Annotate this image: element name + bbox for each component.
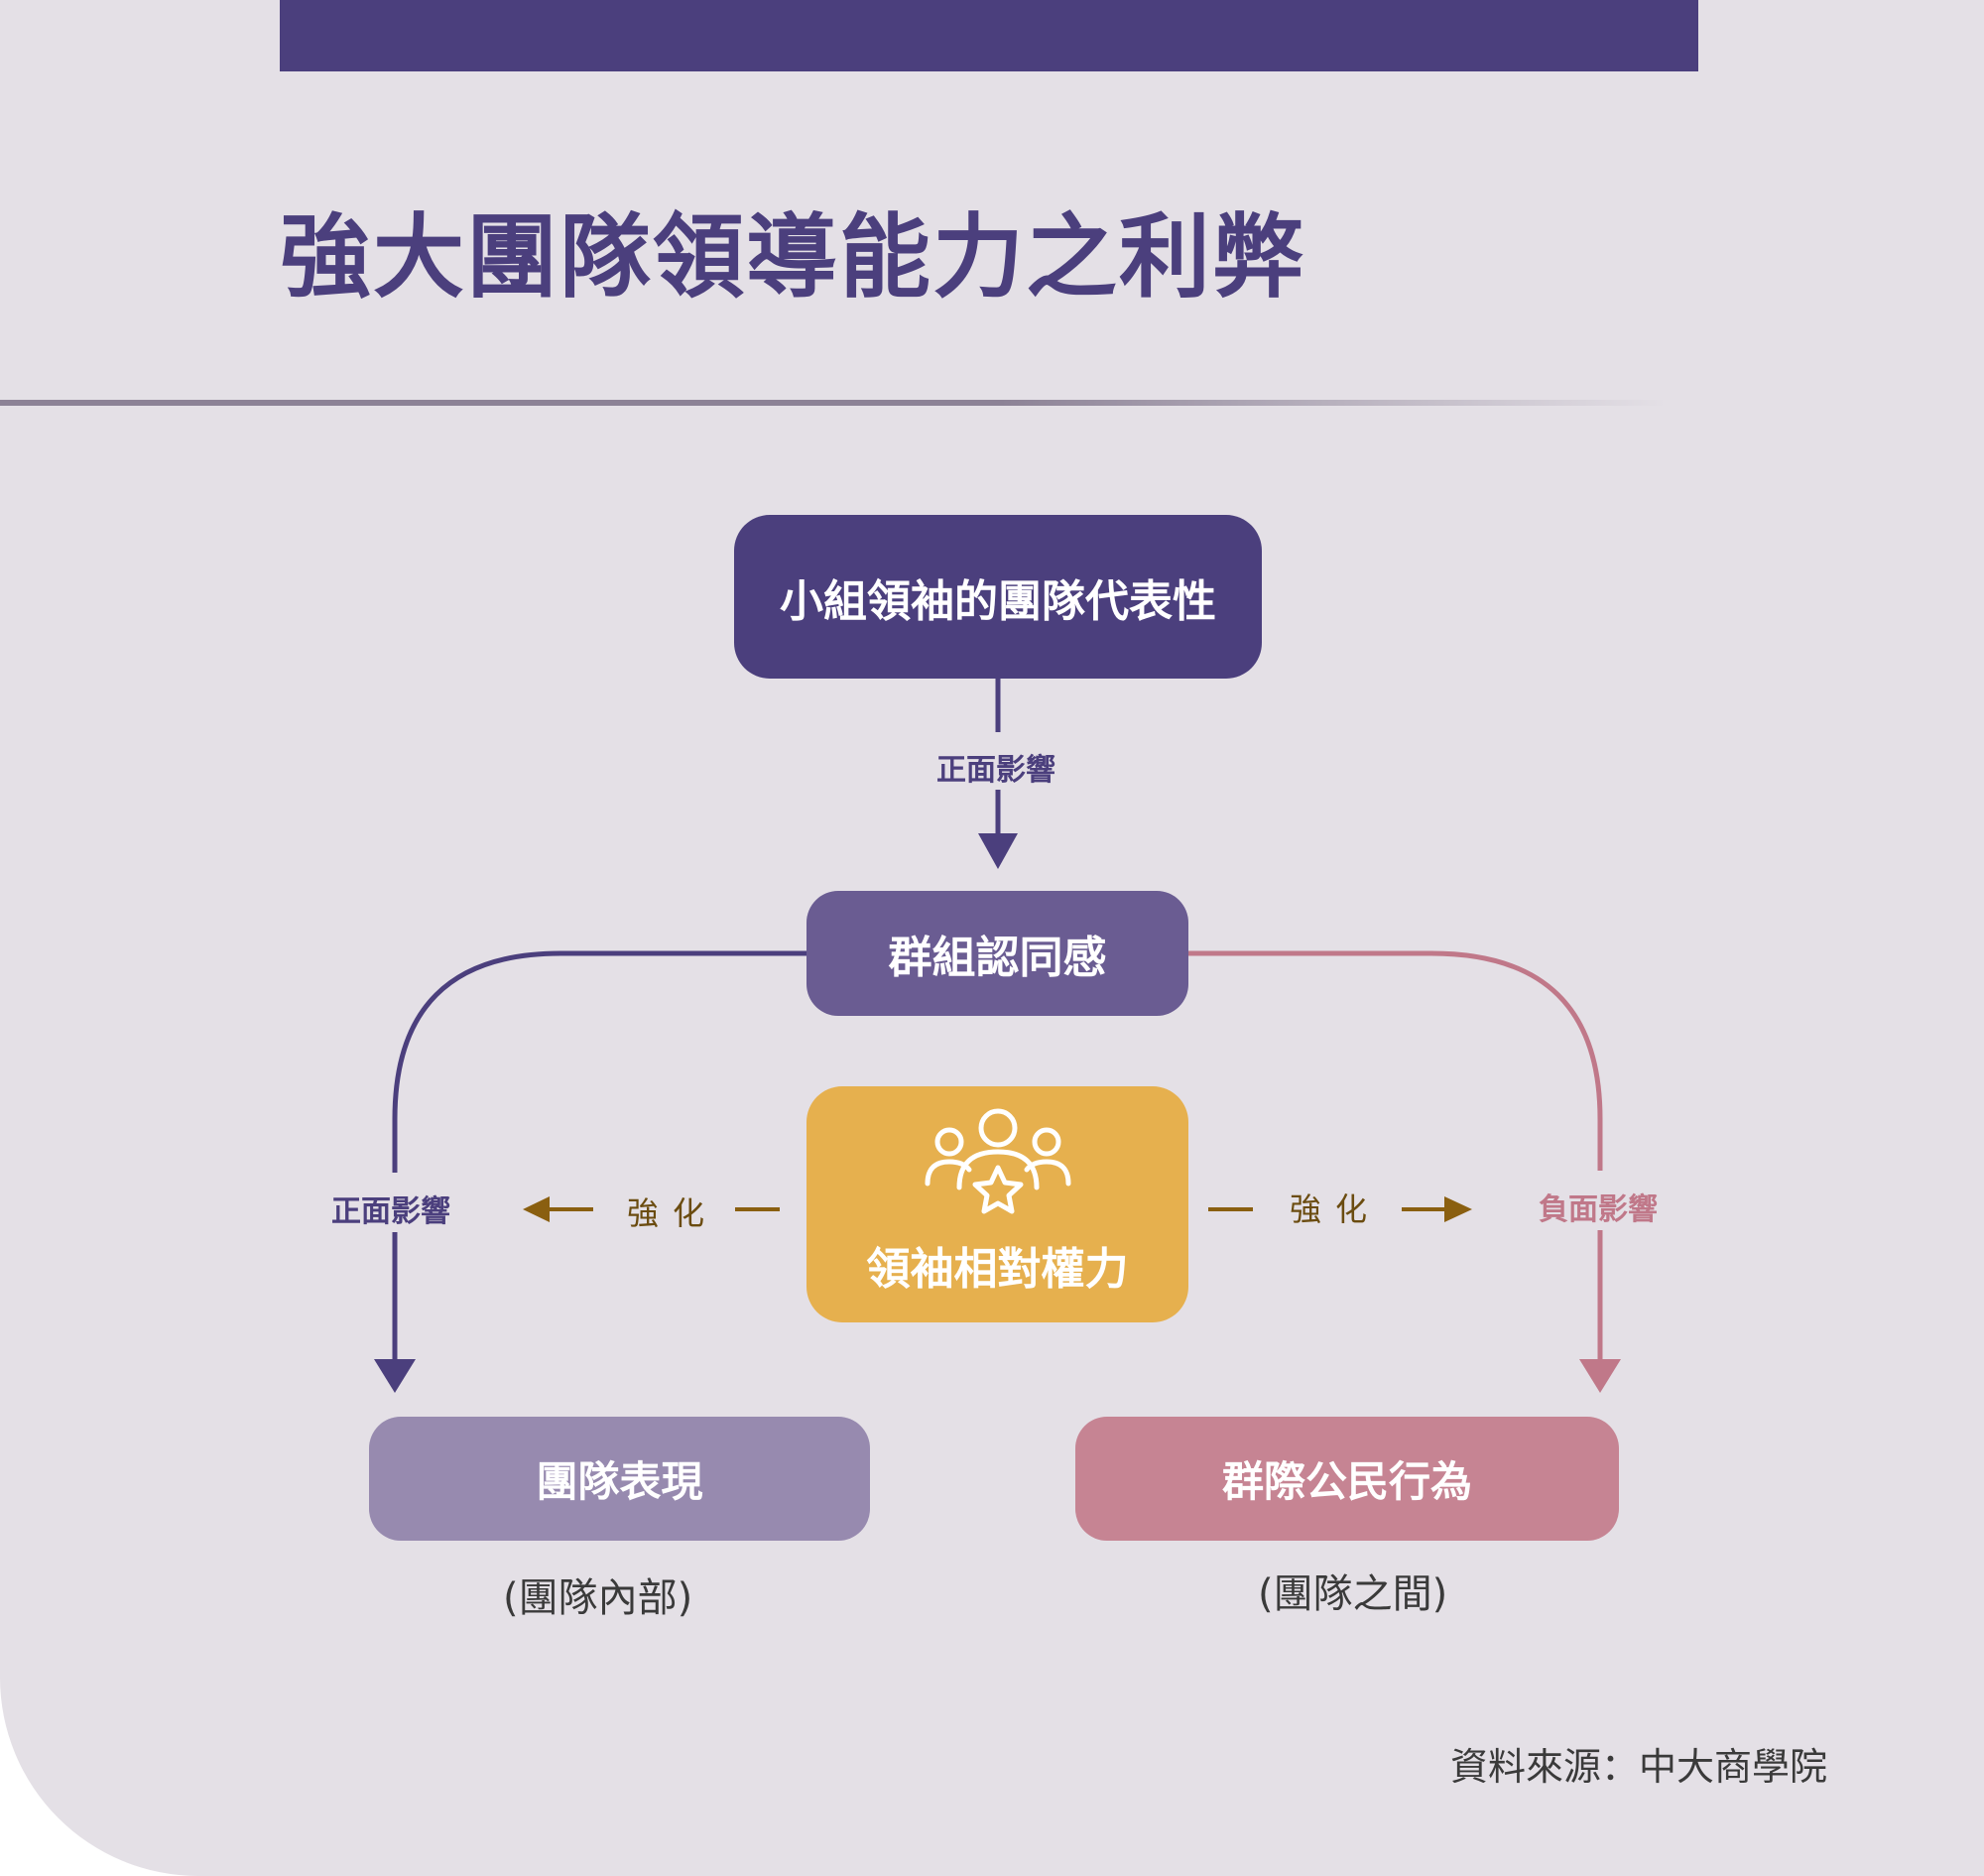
source-credit: 資料來源：中大商學院 (1450, 1745, 1828, 1789)
positive-effect-label-top: 正面影響 (936, 753, 1055, 788)
arrowhead-left (374, 1359, 416, 1393)
node-team-performance-label: 團隊表現 (536, 1457, 703, 1506)
strengthen-label-left: 強化 (627, 1194, 719, 1232)
node-leader-relative-power: 領袖相對權力 (806, 1086, 1188, 1322)
title-divider (0, 400, 1667, 406)
top-accent-bar (280, 0, 1698, 71)
page-title: 強大團隊領導能力之利弊 (280, 204, 1306, 311)
node-leader-relative-power-label: 領袖相對權力 (866, 1244, 1129, 1295)
arrowhead-top (978, 833, 1018, 869)
node-group-identity-label: 群組認同感 (888, 933, 1107, 983)
connector-left-upper (392, 950, 806, 1173)
node-team-performance: 團隊表現 (369, 1417, 870, 1541)
intergroup-citizenship-note: (團隊之間) (1258, 1571, 1448, 1617)
leader-group-star-icon (925, 1108, 1070, 1214)
arrowhead-right (1579, 1359, 1621, 1393)
positive-effect-label-left: 正面影響 (331, 1194, 450, 1229)
strengthen-left-arrowhead (523, 1196, 550, 1222)
node-intergroup-citizenship-label: 群際公民行為 (1221, 1457, 1472, 1506)
node-group-identity: 群組認同感 (806, 891, 1188, 1016)
node-intergroup-citizenship: 群際公民行為 (1075, 1417, 1619, 1541)
connector-right-upper (1188, 950, 1603, 1171)
node-leader-representativeness: 小組領袖的團隊代表性 (734, 515, 1262, 679)
strengthen-label-right: 強化 (1290, 1190, 1382, 1228)
node-leader-representativeness-label: 小組領袖的團隊代表性 (780, 575, 1216, 627)
negative-effect-label-right: 負面影響 (1539, 1192, 1658, 1227)
strengthen-right-arrowhead (1444, 1196, 1472, 1222)
team-performance-note: (團隊內部) (503, 1575, 693, 1621)
